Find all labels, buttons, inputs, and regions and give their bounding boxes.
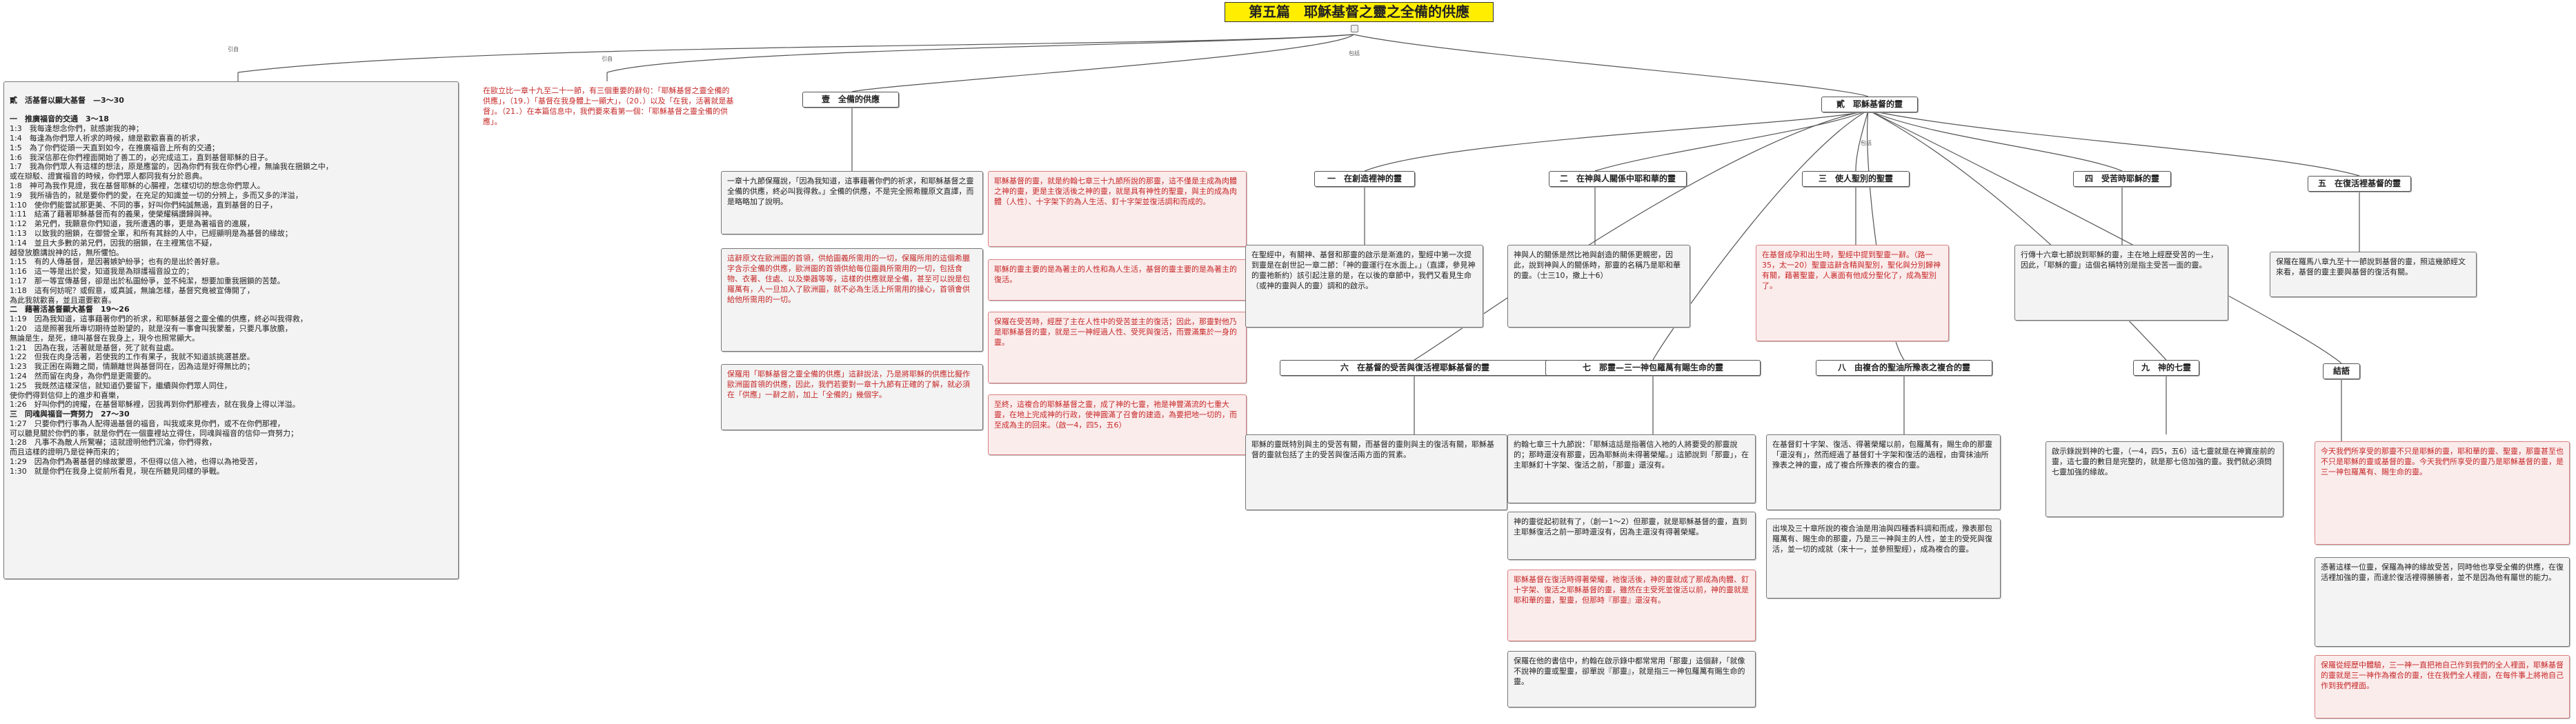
sub-7-box-1: 約翰七章三十九節說：「耶穌這話是指著信入祂的人將要受的那靈說的；那時還沒有那靈，… [1507, 434, 1756, 503]
reference-line: 1:9 我所禱告的，就是要你們的愛，在充足的知識並一切的分辨上，多而又多的洋溢， [10, 190, 303, 200]
reference-line: 為此我就歡喜，並且還要歡喜。 [10, 295, 116, 305]
conclusion-box-3: 保羅從經歷中體驗，三一神一直把祂自己作到我們的全人裡面，耶穌基督的靈就是三一神作… [2315, 655, 2570, 718]
sub-7-box-2: 神的靈從起初就有了，（創一1～2）但那靈，就是耶穌基督的靈，直到主耶穌復活之前一… [1507, 512, 1756, 560]
reference-line: 1:6 我深信那在你們裡面開始了善工的，必完成這工，直到基督耶穌的日子。 [10, 152, 273, 162]
s1-box-2-text: 這辭原文在歐洲圖的首領，供給圖義所需用的一切，保羅所用的這個希臘字含示全備的供應… [727, 254, 970, 304]
section-1-heading[interactable]: 壹 全備的供應 [802, 92, 899, 108]
reference-line: 1:5 為了你們從頭一天直到如今，在推廣福音上所有的交通； [10, 143, 219, 152]
sub-2-heading[interactable]: 二 在神與人關係中耶和華的靈 [1549, 171, 1687, 187]
reference-line: 越發放膽講說神的話，無所懼怕。 [10, 248, 123, 257]
reference-line: 1:30 就是你們在我身上從前所看見，現在所聽見同樣的爭戰。 [10, 466, 224, 476]
reference-line: 1:16 這一等是出於愛，知道我是為辯護福音設立的； [10, 267, 194, 276]
sub-9-box: 啟示錄說到神的七靈，（一4，四5，五6）這七靈就是在神寶座前的靈，這七靈的數目是… [2045, 441, 2283, 517]
reference-line: 1:20 這是照著我所專切期待並盼望的，就是沒有一事會叫我蒙羞，只要凡事放膽， [10, 323, 293, 333]
s1-box-1: 一章十九節保羅說，「因為我知道，這事藉著你們的祈求，和耶穌基督之靈全備的供應，終… [721, 171, 983, 234]
s1-box-3: 保羅用「耶穌基督之靈全備的供應」這辭說法，乃是將耶穌的供應比擬作歐洲圖首領的供應… [721, 364, 983, 430]
s2-box-b: 耶穌的靈主要的是為著主的人性和為人生活，基督的靈主要的是為著主的復活。 [988, 259, 1247, 301]
link-label-quote-2: 引自 [602, 56, 613, 62]
sub-7-heading[interactable]: 七 那靈—三一神包羅萬有賜生命的靈 [1545, 360, 1761, 376]
reference-line: 1:17 那一等宣傳基督，卻是出於私圖紛爭，並不純潔，想要加重我捆鎖的苦楚。 [10, 276, 285, 285]
sub-6-heading[interactable]: 六 在基督的受苦與復活裡耶穌基督的靈 [1280, 360, 1550, 376]
sub-9-heading[interactable]: 九 神的七靈 [2133, 360, 2199, 376]
reference-line: 而且這樣的證明乃是從神而來的； [10, 448, 123, 457]
reference-line: 三 同魂與福音一齊努力 27～30 [10, 410, 130, 419]
s2-box-c: 保羅在受苦時，經歷了主在人性中的受苦並主的復活；因此，那靈對他乃是耶穌基督的靈，… [988, 312, 1247, 383]
reference-line: 1:14 並且大多數的弟兄們，因我的捆鎖，在主裡篤信不疑， [10, 238, 217, 248]
reference-line: 1:28 凡事不為敵人所驚嚇；這就證明他們沉淪，你們得救， [10, 438, 217, 448]
sub-2-box: 神與人的關係是然比祂與創造的關係更親密，因此，說到神與人的關係時，那靈的名稱乃是… [1507, 245, 1690, 328]
s1-box-2: 這辭原文在歐洲圖的首領，供給圖義所需用的一切，保羅所用的這個希臘字含示全備的供應… [721, 248, 983, 352]
reference-line: 1:29 因為你們為著基督的緣故蒙恩，不但得以信入祂，也得以為祂受苦， [10, 457, 262, 467]
s2-box-a: 耶穌基督的靈，就是約翰七章三十九節所說的那靈，這不僅是主成為肉體之神的靈，更是主… [988, 171, 1247, 247]
reference-line: 1:4 每逢為你們眾人祈求的時候，總是歡歡喜喜的祈求， [10, 133, 204, 143]
reference-line: 1:22 但我在肉身活著，若使我的工作有果子，我就不知道該挑選甚麼。 [10, 352, 255, 362]
sub-7-box-3: 耶穌基督在復活時得著榮耀，祂復活後，神的靈就成了那成為肉體、釘十字架、復活之耶穌… [1507, 570, 1756, 641]
reference-line: 1:18 這有何妨呢？或假意，或真誠，無論怎樣，基督究竟被宣傳開了， [10, 285, 255, 295]
reference-line: 或在辯駁、證實福音的時候，你們眾人都同我有分於恩典。 [10, 172, 207, 181]
reference-heading: 貳 活基督以顯大基督 —3～30 [10, 95, 124, 105]
reference-line: 使你們得到信仰上的進步和喜樂， [10, 390, 123, 400]
sub-1-heading[interactable]: 一 在創造裡神的靈 [1314, 171, 1415, 187]
sub-8-box-1: 在基督釘十字架、復活、得著榮耀以前，包羅萬有，賜生命的那靈「還沒有」，然而經過了… [1766, 434, 2001, 510]
reference-line: 1:10 使你們能嘗試那更美、不同的事，好叫你們純誠無過，直到基督的日子， [10, 200, 277, 210]
sub-8-heading[interactable]: 八 由複合的聖油所豫表之複合的靈 [1816, 360, 1992, 376]
reference-line: 1:12 弟兄們，我願意你們知道，我所遭遇的事，更是為著福音的進展， [10, 219, 255, 229]
conclusion-heading[interactable]: 結語 [2323, 363, 2360, 379]
reference-line: 1:7 我為你們眾人有這樣的想法，原是應當的，因為你們有我在你們心裡，無論我在捆… [10, 162, 333, 172]
s2-box-d: 至終，這複合的耶穌基督之靈，成了神的七靈，祂是神豐滿流的七重大靈，在地上完成神的… [988, 394, 1247, 455]
reference-line: 1:19 因為我知道，這事藉著你們的祈求，和耶穌基督之靈全備的供應，終必叫我得救… [10, 314, 308, 324]
intro-text: 在歐立比一章十九至二十一節，有三個重要的辭句：「耶穌基督之靈全備的供應」，（19… [483, 86, 734, 126]
link-label-quote: 引自 [228, 46, 239, 52]
reference-line: 1:27 只要你們行事為人配得過基督的福音，叫我或來見你們，或不在你們那裡， [10, 419, 285, 428]
reference-line: 1:23 我正困在兩難之間，情願離世與基督同在，因為這是好得無比的； [10, 362, 255, 372]
section-2-heading[interactable]: 貳 耶穌基督的靈 [1821, 97, 1918, 112]
reference-line: 1:24 然而留在肉身，為你們是更需要的。 [10, 371, 156, 381]
sub-1-box: 在聖經中，有關神、基督和那靈的啟示是漸進的，聖經中第一次提到靈是在創世記一章二節… [1245, 245, 1483, 328]
reference-line: 1:21 因為在我，活著就是基督，死了就有益處。 [10, 343, 179, 352]
link-label-include-2: 包括 [1861, 140, 1872, 146]
reference-line: 1:3 我每逢想念你們，就感謝我的神； [10, 124, 143, 134]
sub-3-box: 在基督成孕和出生時，聖經中提到聖靈一辭。（路一35，太一20）聖靈這辭含精與聖別… [1756, 245, 1949, 341]
sub-8-box-2: 出埃及三十章所說的複合油是用油與四種香料調和而成，豫表那包羅萬有、賜生命的那靈，… [1766, 519, 2001, 599]
conclusion-box-2: 憑著這樣一位靈，保羅為神的緣故受苦，同時他也享受全備的供應，在復活裡加強的靈，而… [2315, 557, 2570, 647]
collapse-toggle-icon[interactable] [1351, 25, 1358, 32]
sub-4-box: 行傳十六章七節說到耶穌的靈，主在地上經歷受苦的一生，因此，「耶穌的靈」這個名稱特… [2014, 245, 2228, 321]
link-label-include: 包括 [1349, 50, 1360, 57]
reference-line: 1:8 神可為我作見證，我在基督耶穌的心腸裡，怎樣切切的想念你們眾人。 [10, 181, 265, 190]
root-title[interactable]: 第五篇 耶穌基督之靈之全備的供應 [1225, 2, 1494, 22]
reference-line: 無論是生，是死，總叫基督在我身上，現今也照常顯大。 [10, 333, 199, 343]
sub-4-heading[interactable]: 四 受苦時耶穌的靈 [2073, 171, 2171, 187]
reference-line: 1:25 我既然這樣深信，就知道仍要留下，繼續與你們眾人同住， [10, 381, 232, 390]
reference-line: 二 藉著活基督顯大基督 19～26 [10, 305, 130, 314]
sub-3-heading[interactable]: 三 使人聖別的聖靈 [1802, 171, 1910, 187]
s1-box-3-text: 保羅用「耶穌基督之靈全備的供應」這辭說法，乃是將耶穌的供應比擬作歐洲圖首領的供應… [727, 370, 970, 399]
sub-6-box: 耶穌的靈既特別與主的受苦有關，而基督的靈則與主的復活有關，耶穌基督的靈就包括了主… [1245, 434, 1507, 510]
sub-5-heading[interactable]: 五 在復活裡基督的靈 [2308, 176, 2411, 192]
reference-line: 1:15 有的人傳基督，是因著嫉妒紛爭；也有的是出於善好意。 [10, 257, 224, 267]
reference-line: 1:13 以致我的捆鎖，在御營全軍，和所有其餘的人中，已經顯明是為基督的緣故； [10, 228, 293, 238]
reference-line: 1:26 好叫你們的誇耀，在基督耶穌裡，因我再到你們那裡去，就在我身上得以洋溢。 [10, 400, 300, 410]
reference-line: 一 推廣福音的交通 3～18 [10, 114, 109, 124]
reference-line: 可以聽見關於你們的事，就是你們在一個靈裡站立得住，同魂與福音的信仰一齊努力； [10, 428, 298, 438]
sub-7-box-4: 保羅在他的書信中，約翰在啟示錄中都常常用「那靈」這個辭，「就像不說神的靈或聖靈，… [1507, 651, 1756, 707]
conclusion-box-1: 今天我們所享受的那靈不只是耶穌的靈，耶和華的靈、聖靈，那靈甚至也不只是耶穌的靈或… [2315, 441, 2570, 545]
sub-5-box: 保羅在羅馬八章九至十一節說到基督的靈，照這幾節經文來看，基督的靈主要與基督的復活… [2270, 252, 2477, 297]
reference-line: 1:11 結滿了藉著耶穌基督而有的義果，使榮耀稱讚歸與神。 [10, 210, 217, 219]
